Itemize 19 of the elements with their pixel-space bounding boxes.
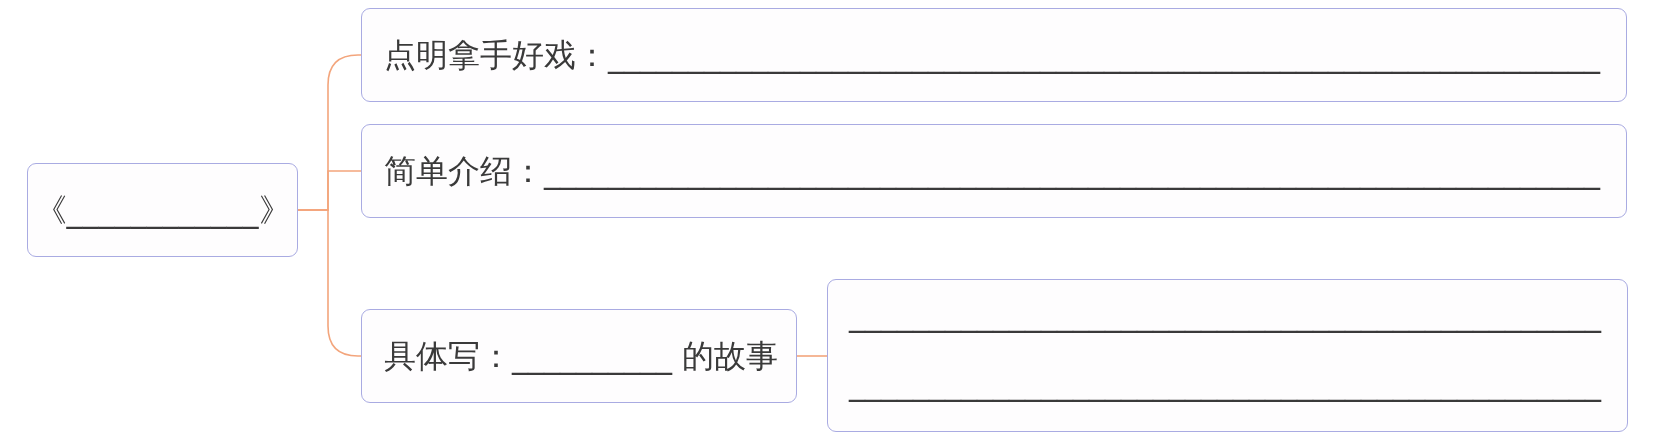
mind-map-node [361, 8, 1627, 102]
mind-map-node [827, 279, 1628, 432]
node-text: 的故事 [681, 336, 779, 376]
mind-map-node [27, 163, 298, 257]
mind-map-node [361, 309, 797, 403]
fill-in-line: __________________________________________________________________ [544, 151, 1600, 191]
fill-in-line: ______________________________________________________________ [608, 35, 1600, 75]
node-text: 点明拿手好戏： [384, 35, 608, 75]
fill-in-line: _______________________________________________ [849, 363, 1601, 402]
fill-in-line: _______________________________________________ [849, 295, 1601, 334]
node-text: 》 [258, 190, 291, 230]
connector-line [297, 209, 362, 357]
mind-map-node [361, 124, 1627, 218]
connector-line [796, 355, 828, 357]
node-text: 简单介绍： [384, 151, 544, 191]
node-text: 《 [34, 190, 67, 230]
fill-in-line: __________ [512, 336, 672, 376]
node-text: 具体写： [384, 336, 512, 376]
fill-in-line: ____________ [66, 190, 259, 230]
